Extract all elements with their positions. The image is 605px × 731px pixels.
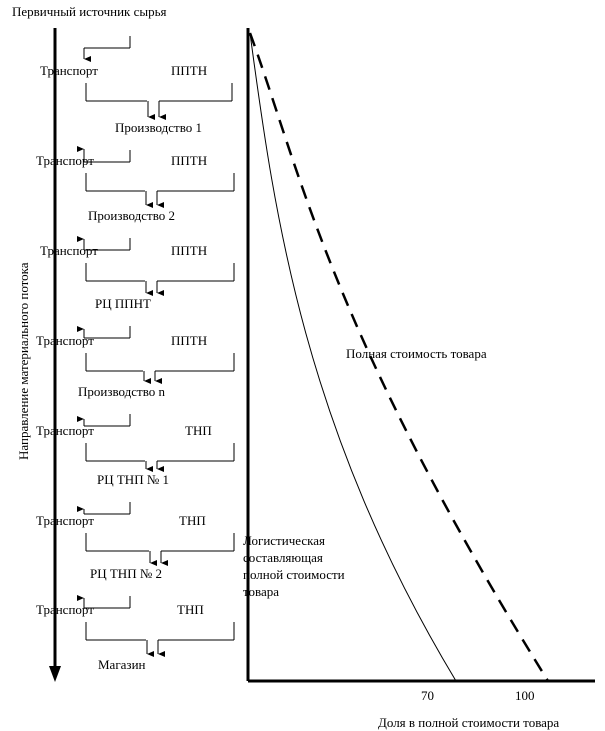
logistics-cost-curve (249, 32, 457, 682)
stage-node-label: РЦ ТНП № 1 (97, 472, 169, 487)
x-tick-70: 70 (421, 688, 434, 703)
stage-transport-label: Транспорт (36, 333, 94, 348)
flow-axis-arrowhead (49, 666, 61, 682)
x-axis-label: Доля в полной стоимости товара (378, 715, 560, 730)
stage-cargo-label: ППТН (171, 63, 208, 78)
stage-node-label: Производство 2 (88, 208, 176, 223)
stage-transport-label: Транспорт (36, 602, 94, 617)
full-cost-curve (248, 32, 550, 682)
stage-transport-label: Транспорт (40, 63, 98, 78)
stage-transport-label: Транспорт (36, 423, 94, 438)
stage-cargo-label: ППТН (171, 153, 208, 168)
flow-axis-label: Направление материального потока (16, 262, 31, 460)
stage-cargo-label: ТНП (177, 602, 204, 617)
stage-cargo-label: ТНП (185, 423, 212, 438)
stage-transport-label: Транспорт (36, 153, 94, 168)
stage-cargo-label: ТНП (179, 513, 206, 528)
stage-node-label: РЦ ППНТ (95, 296, 151, 311)
x-tick-100: 100 (515, 688, 535, 703)
stage-transport-label: Транспорт (40, 243, 98, 258)
stage-cargo-label: ППТН (171, 333, 208, 348)
source-title: Первичный источник сырья (12, 4, 167, 19)
stage-connectors (77, 36, 235, 657)
stage-node-label: Производство 1 (115, 120, 203, 135)
stage-node-label: Магазин (98, 657, 146, 672)
stage-node-label: Производство n (78, 384, 166, 399)
logistics-cost-label: Логистическая составляющая полной стоимо… (243, 533, 345, 599)
full-cost-label: Полная стоимость товара (346, 346, 487, 361)
stage-cargo-label: ППТН (171, 243, 208, 258)
stage-node-label: РЦ ТНП № 2 (90, 566, 162, 581)
stage-transport-label: Транспорт (36, 513, 94, 528)
